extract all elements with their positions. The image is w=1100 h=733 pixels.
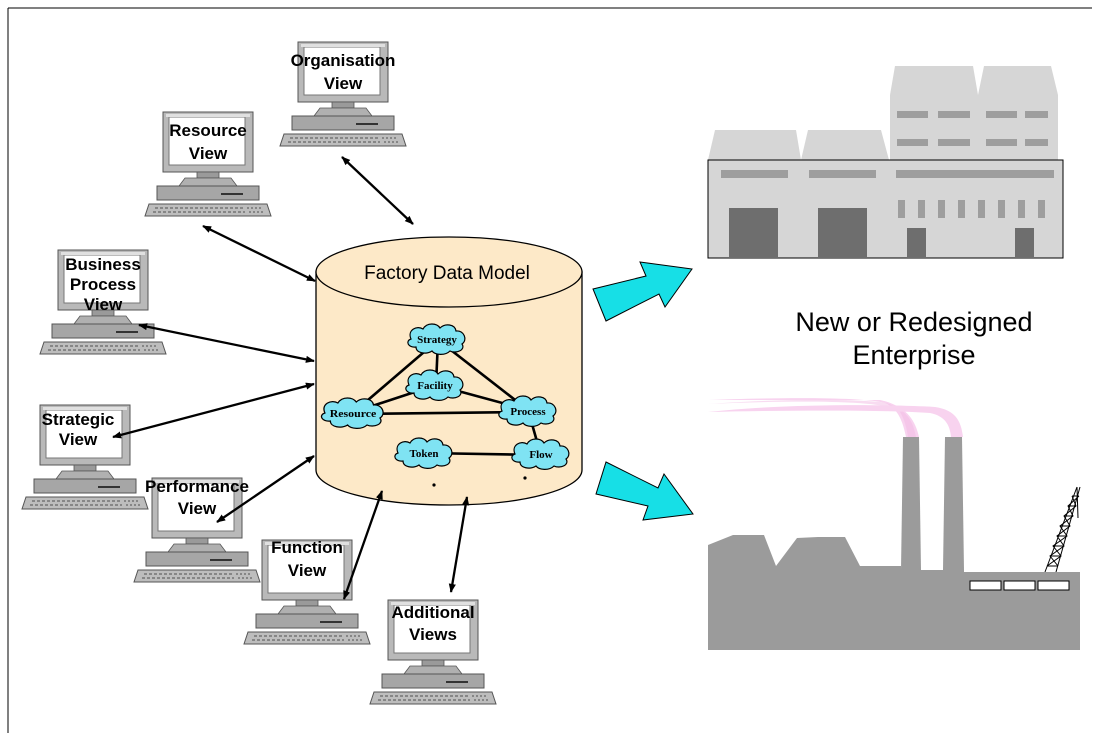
view-connectors	[112, 156, 470, 600]
factory-icon	[708, 398, 1081, 650]
office-building-icon	[707, 66, 1064, 259]
view-organisation: Organisation View	[279, 41, 407, 147]
view-label-line: Performance	[145, 477, 249, 496]
database-title: Factory Data Model	[364, 263, 530, 284]
view-label-line: Views	[409, 625, 457, 644]
entity-strategy: Strategy	[407, 323, 466, 355]
view-label-line: View	[59, 430, 98, 449]
entity-label: Flow	[529, 449, 552, 461]
factory-data-model-database: Factory Data Model Strategy Facility Res…	[315, 236, 583, 506]
continuation-dot	[523, 476, 527, 480]
view-label-line: View	[189, 144, 228, 163]
entity-label: Process	[510, 406, 546, 418]
block-arrow-top	[592, 261, 693, 322]
view-label-line: Function	[271, 538, 343, 557]
entity-resource: Resource	[320, 397, 384, 430]
view-additional: Additional Views	[369, 599, 497, 705]
entity-label: Strategy	[417, 334, 457, 346]
view-business-process: Business Process View	[39, 249, 167, 355]
view-performance: Performance View	[133, 477, 261, 583]
connector-function	[342, 490, 384, 600]
entity-label: Facility	[417, 380, 453, 392]
block-arrow-bottom	[595, 461, 694, 521]
view-label-line: Organisation	[291, 51, 396, 70]
connector-additional	[448, 496, 470, 593]
database-cylinder-top	[315, 236, 583, 308]
view-label-line: View	[288, 561, 327, 580]
view-strategic: Strategic View	[21, 404, 149, 510]
outcome-label-line: Enterprise	[852, 340, 975, 370]
entity-token: Token	[394, 437, 453, 469]
view-label-line: Additional	[391, 603, 474, 622]
view-label-line: View	[324, 74, 363, 93]
entity-process: Process	[498, 395, 557, 427]
view-function: Function View	[243, 538, 371, 645]
entity-facility: Facility	[405, 369, 464, 401]
view-label-line: Business	[65, 255, 141, 274]
connector-organisation	[341, 156, 414, 225]
connector-resource	[202, 224, 316, 283]
view-label-line: Strategic	[42, 410, 115, 429]
view-resource: Resource View	[144, 111, 272, 217]
view-label-line: View	[84, 295, 123, 314]
view-label-line: Resource	[169, 121, 246, 140]
entity-label: Resource	[330, 408, 377, 420]
connector-performance	[216, 455, 315, 523]
entity-flow: Flow	[511, 438, 570, 470]
view-label-line: View	[178, 499, 217, 518]
view-label-line: Process	[70, 275, 136, 294]
continuation-dot	[432, 483, 436, 487]
connector-business-process	[138, 323, 315, 363]
entity-label: Token	[410, 448, 439, 460]
outcome-label-line: New or Redesigned	[795, 307, 1032, 337]
connector-strategic	[112, 382, 315, 439]
